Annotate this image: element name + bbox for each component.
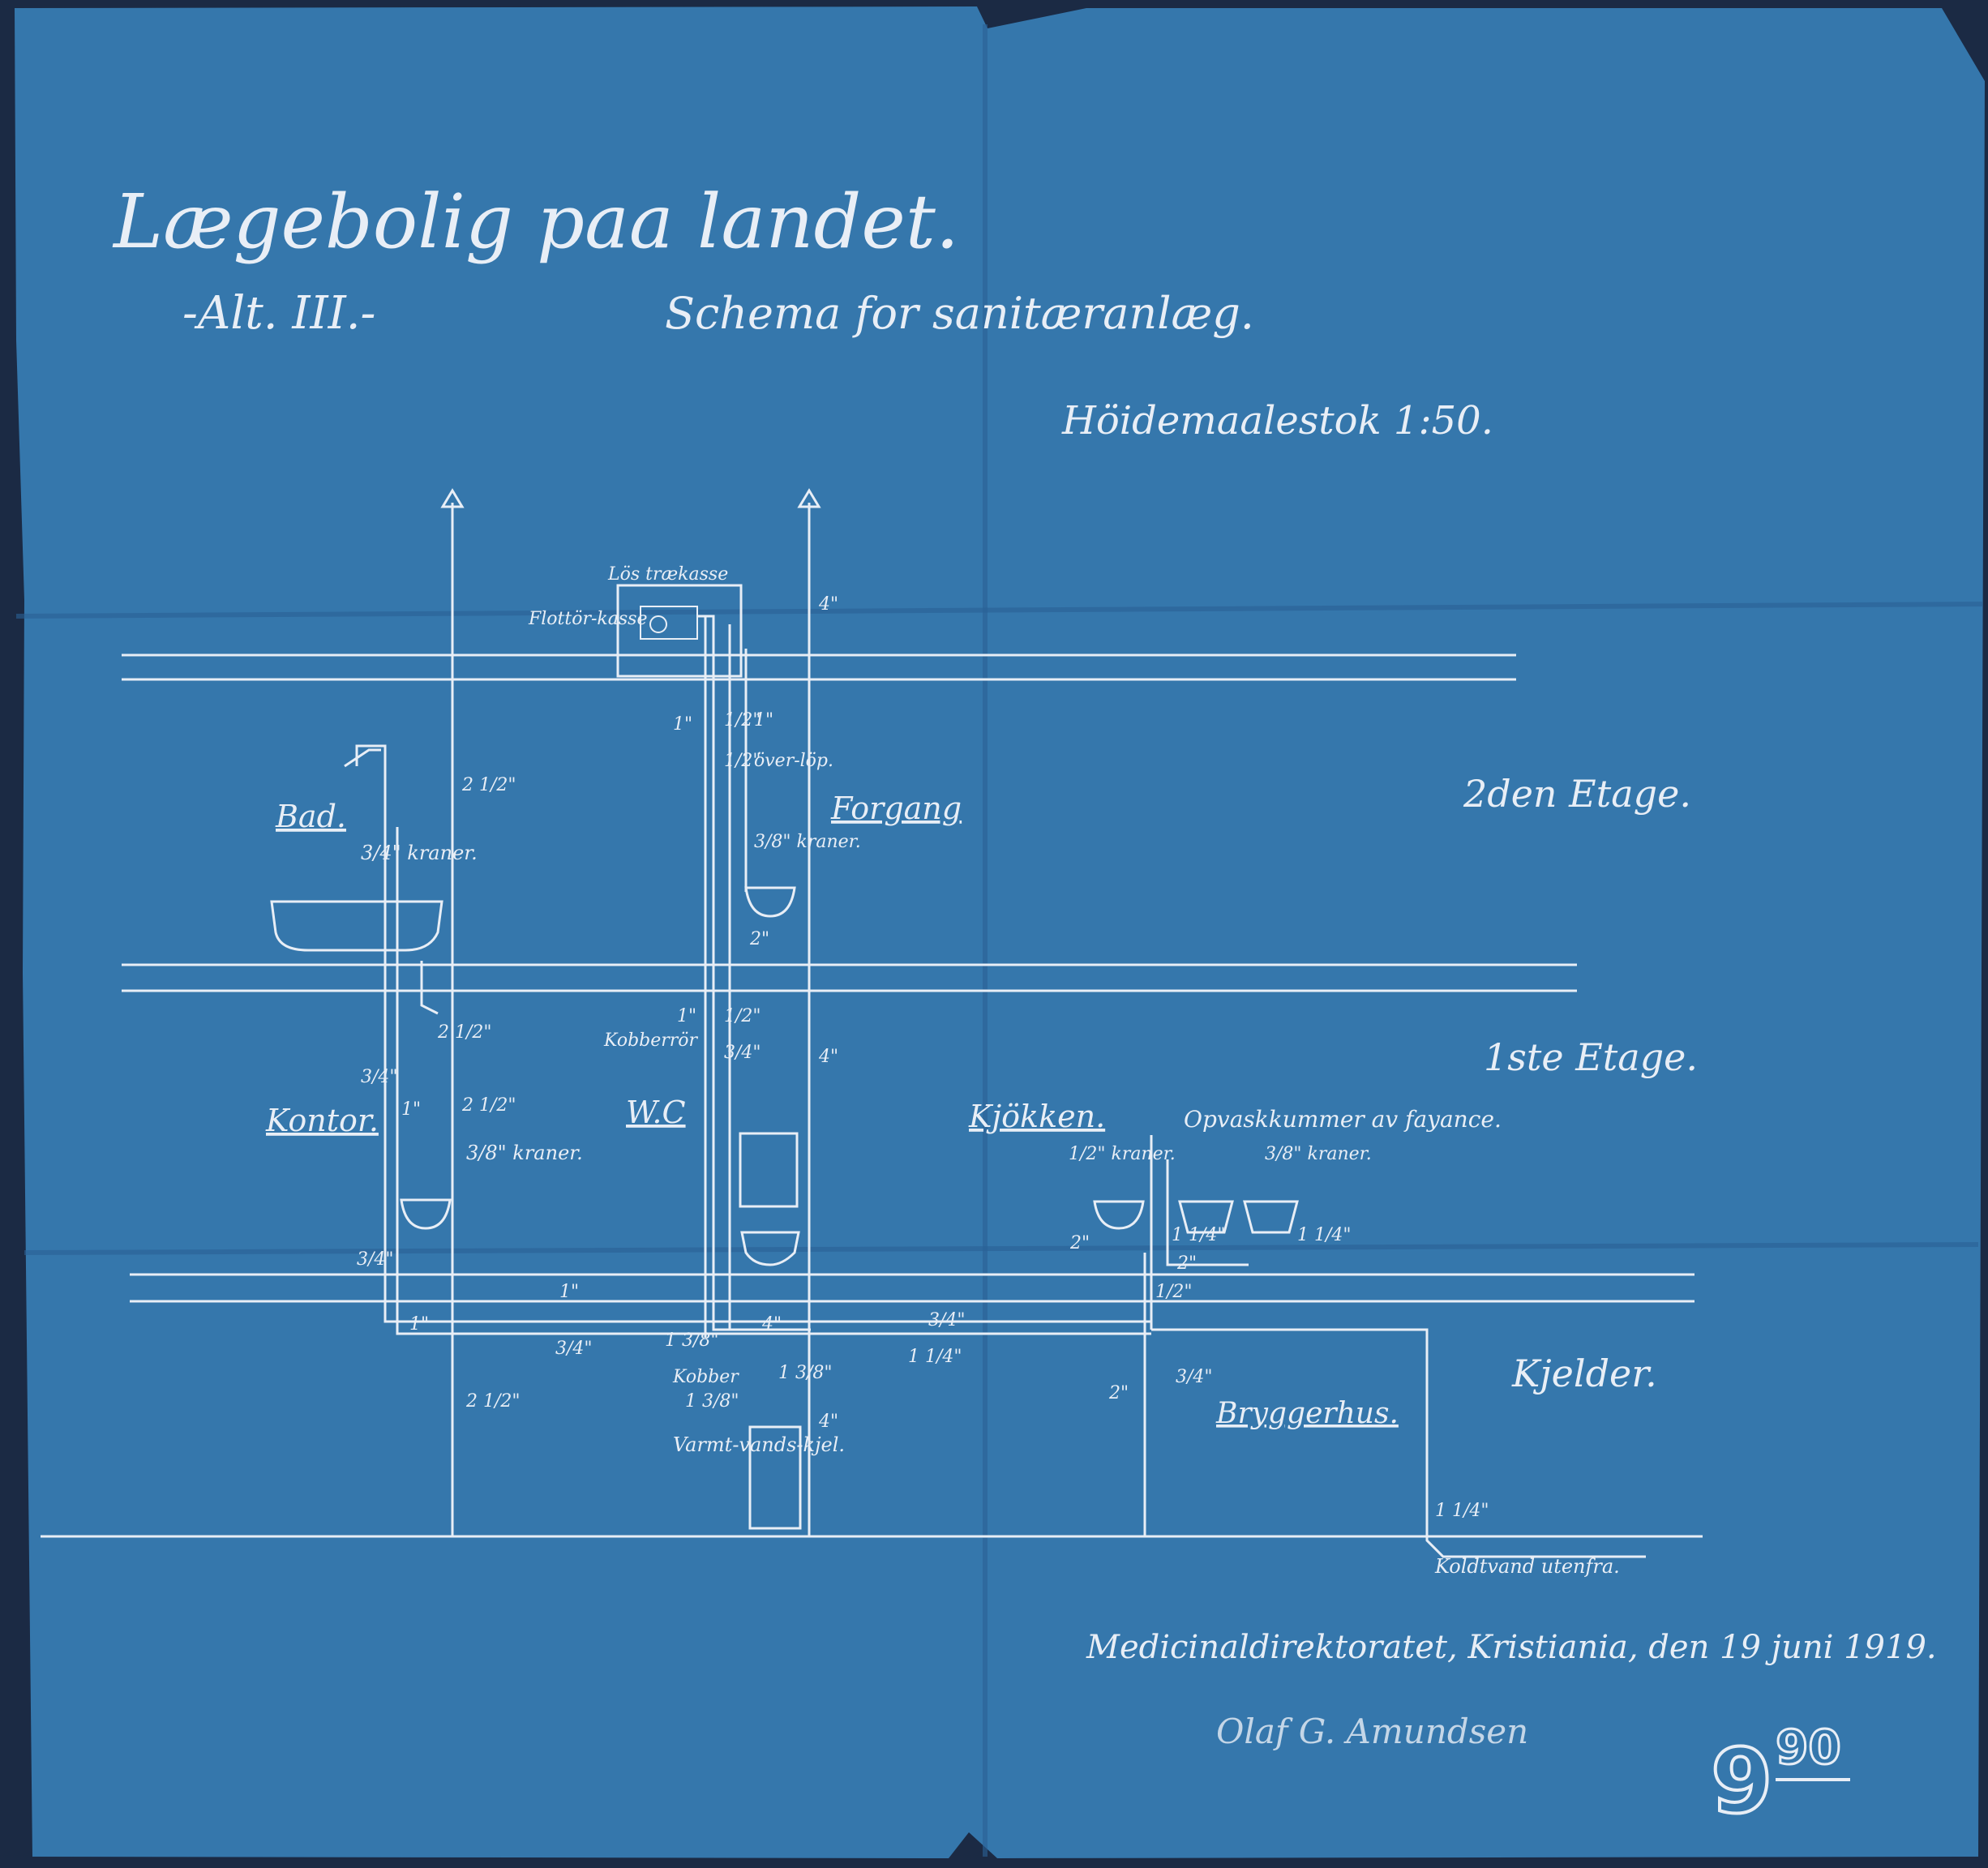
room-wc: W.C [626,1095,686,1130]
room-bad: Bad. [275,799,346,834]
dim-label: 1/2" [724,751,761,771]
dim-label: 1" [559,1282,579,1302]
dim-label: 1 1/4" [1172,1225,1226,1245]
alt-label: -Alt. III.- [182,287,375,340]
note-flottor-kasse: Flottör-kasse [528,609,647,629]
dim-label: 4" [761,1314,782,1335]
dim-label: 2 1/2" [461,775,516,795]
footer-text: Medicinaldirektoratet, Kristiania, den 1… [1086,1629,1937,1666]
sheet-number-sup: 90 [1776,1720,1841,1775]
dim-label: 1 3/8" [778,1363,833,1383]
dim-label: 4" [818,1047,838,1067]
paper [15,6,1985,1858]
dim-label: 2" [1108,1383,1129,1403]
note-kobber: Kobber [672,1367,739,1387]
dim-label: 1/2" [724,1006,761,1026]
note-kraner-34: 3/4" kraner. [361,842,478,864]
dim-label: 1" [673,714,692,735]
dim-label: 1" [409,1314,429,1335]
fold-line-upper [15,602,1983,619]
room-bryggerhus: Bryggerhus. [1215,1397,1399,1430]
dim-label: 2 1/2" [465,1391,521,1412]
room-kontor: Kontor. [265,1103,379,1138]
note-opvaskkummer: Opvaskkummer av fayance. [1184,1106,1502,1133]
floor-second: 2den Etage. [1463,772,1691,816]
tank [616,584,743,678]
dim-label: 3/4" [1176,1367,1213,1387]
fixtures [270,748,1299,1530]
dim-label: 3/4" [724,1043,761,1063]
dimension-labels: 1" 1/2" 1" 1/2" 2 1/2" 4" 2" 2 1/2" 1" 1… [357,594,1489,1521]
sheet-number: 9 [1711,1729,1773,1833]
dim-label: 1 1/4" [1297,1225,1352,1245]
note-koldtvand: Koldtvand utenfra. [1434,1555,1620,1578]
room-kjokken: Kjökken. [968,1099,1105,1134]
subtitle: Schema for sanitæranlæg. [665,288,1254,339]
title: Lægebolig paa landet. [112,178,959,265]
dim-label: 2" [1069,1233,1090,1253]
dim-label: 1 1/4" [1435,1501,1489,1521]
floor-first: 1ste Etage. [1484,1035,1698,1079]
room-forgang: Forgang [830,790,962,826]
note-kraner-38-forgang: 3/8" kraner. [754,832,861,852]
vent-stacks [440,488,1146,1536]
floor-lines [41,653,1703,1538]
dim-label: 2" [1176,1253,1197,1274]
note-kobberror: Kobberrör [603,1030,699,1051]
note-varmtvandskjel: Varmt-vands-kjel. [673,1433,845,1456]
floor-cellar: Kjelder. [1511,1352,1657,1395]
note-overlop: över-löp. [754,751,833,771]
note-kraner-38-kontor: 3/8" kraner. [466,1142,583,1164]
dim-label: 2 1/2" [461,1095,516,1116]
dim-label: 3/4" [357,1249,394,1270]
note-kraner-38-kjokken: 3/8" kraner. [1265,1144,1372,1164]
dim-label: 1" [401,1099,421,1120]
dim-label: 1 3/8" [665,1330,719,1351]
dim-label: 2" [749,929,769,949]
dim-label: 3/4" [361,1067,398,1087]
note-kraner-12: 1/2" kraner. [1069,1144,1176,1164]
dim-label: 1" [677,1006,696,1026]
dim-label: 2 1/2" [437,1022,492,1043]
dim-label: 4" [818,1412,838,1432]
supply-pipes [355,615,1646,1558]
dim-label: 1" [754,710,773,730]
dim-label: 1 1/4" [908,1347,962,1367]
dim-label: 1/2" [1155,1282,1193,1302]
dim-label: 1 3/8" [685,1391,739,1412]
dim-label: 1/2" [724,710,761,730]
signature: Olaf G. Amundsen [1216,1712,1528,1751]
dim-label: 3/4" [555,1339,593,1359]
scale-label: Höidemaalestok 1:50. [1061,398,1493,443]
fold-line-lower [24,1242,1979,1255]
dim-label: 3/4" [928,1310,966,1330]
note-los-traekasse: Lös trækasse [607,564,728,585]
dim-label: 4" [818,594,838,615]
